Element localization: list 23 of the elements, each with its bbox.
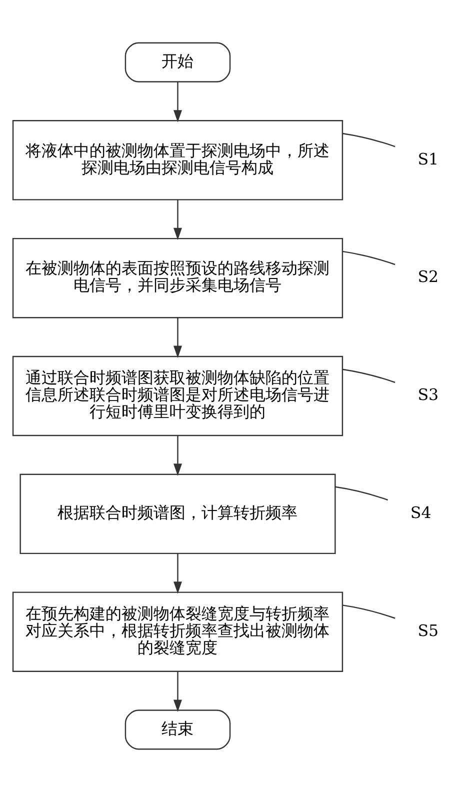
node-box: 在预先构建的被测物体裂缝宽度与转折频率对应关系中，根据转折频率查找出被测物体的裂缝宽度 xyxy=(12,592,344,672)
node-box: 通过联合时频谱图获取被测物体缺陷的位置信息所述联合时频谱图是对所述电场信号进行短时傅里叶变换得到的 xyxy=(12,356,344,436)
node-box: 在被测物体的表面按照预设的路线移动探测电信号，并同步采集电场信号 xyxy=(12,238,344,318)
node-box: 开始 xyxy=(124,42,231,82)
node-text: S5 xyxy=(418,620,439,640)
arrow xyxy=(173,436,182,476)
node-text: S3 xyxy=(418,385,439,404)
node-box: 将液体中的被测物体置于探测电场中，所述探测电场由探测电信号构成 xyxy=(12,120,344,200)
node-box: 结束 xyxy=(124,710,231,750)
node-text: S4 xyxy=(410,503,432,522)
connector xyxy=(335,486,388,501)
arrow xyxy=(173,82,182,122)
connector xyxy=(342,250,396,266)
connector xyxy=(342,368,396,383)
node-box: 根据联合时频谱图，计算转折频率 xyxy=(20,474,336,554)
arrow xyxy=(173,318,182,358)
node-text: S2 xyxy=(418,267,439,286)
arrow xyxy=(173,200,182,240)
node-text: S1 xyxy=(418,149,439,168)
arrow xyxy=(173,672,182,712)
connector xyxy=(342,604,396,619)
arrow xyxy=(173,554,182,594)
connector xyxy=(342,132,396,148)
